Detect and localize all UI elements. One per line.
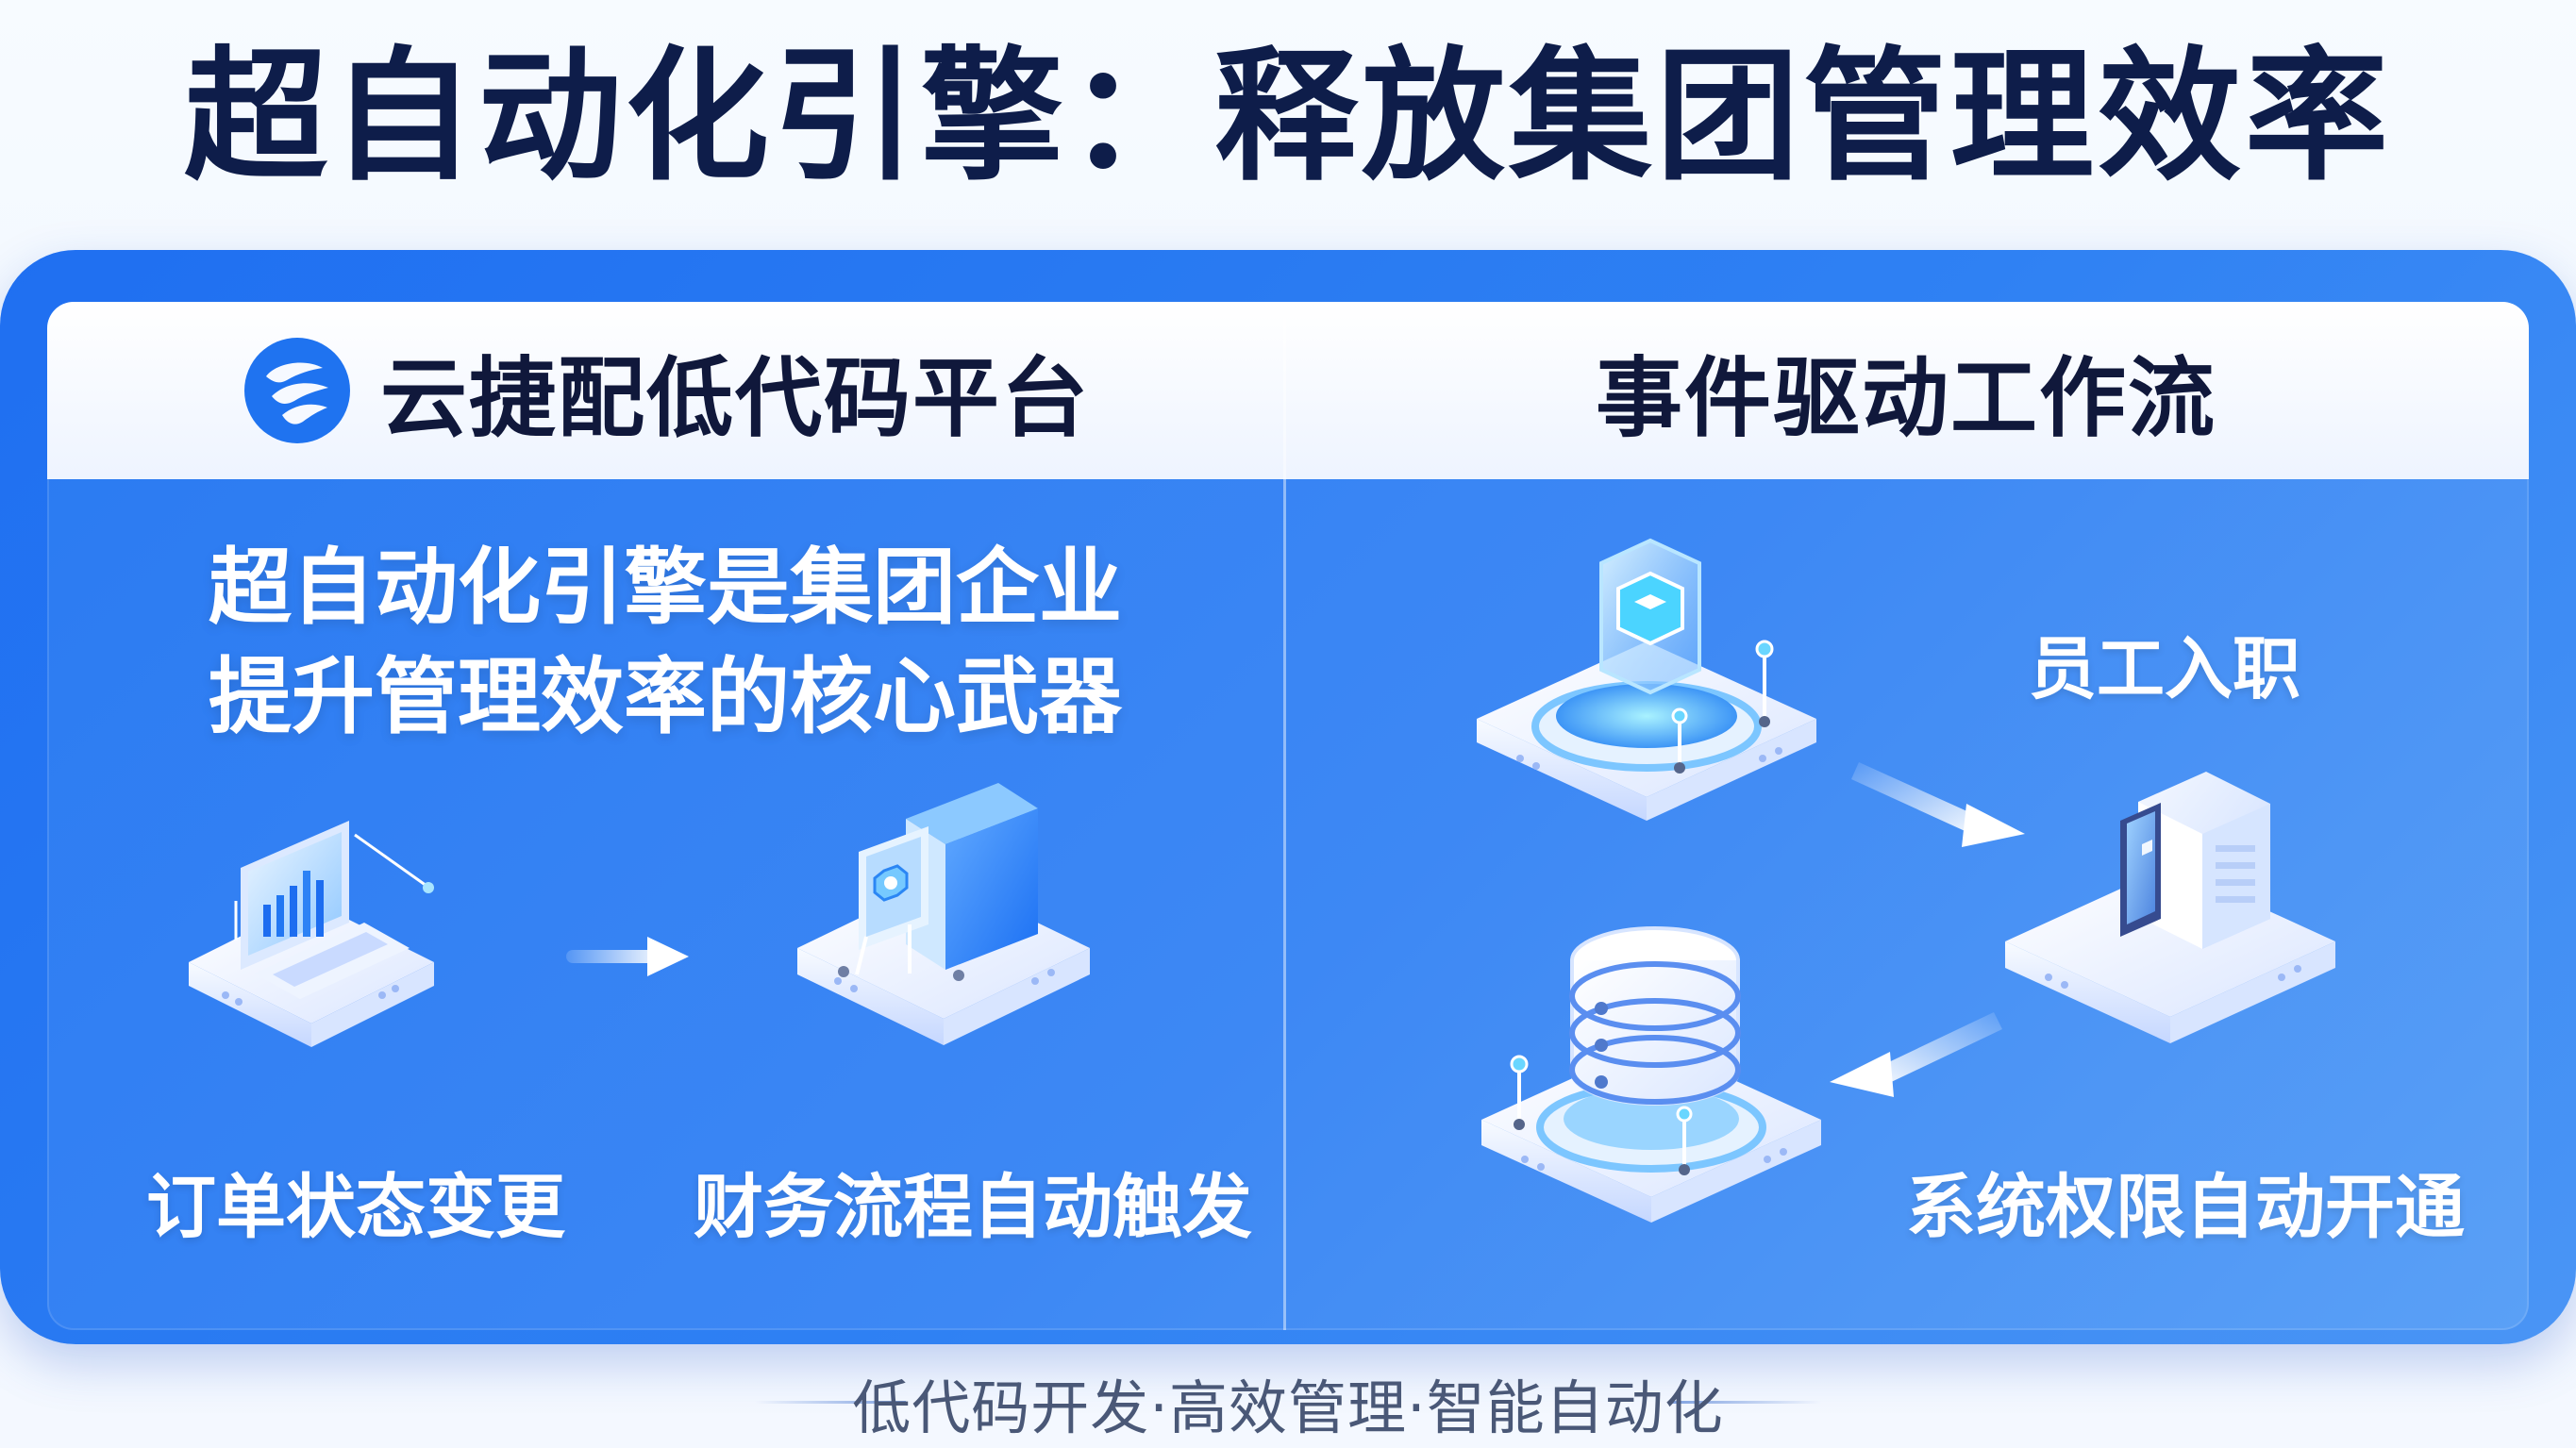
- left-headline-line-1: 超自动化引擎是集团企业: [208, 539, 1122, 636]
- brand-name: 云捷配低代码平台: [379, 347, 1090, 449]
- left-caption-order-change: 订单状态变更: [146, 1167, 565, 1248]
- left-headline: 超自动化引擎是集团企业 提升管理效率的核心武器: [47, 533, 1283, 752]
- left-panel-header: 云捷配低代码平台: [47, 302, 1283, 479]
- bottom-caption-permissions: 系统权限自动开通: [1906, 1167, 2465, 1248]
- employee-device-scene: [1972, 755, 2368, 1057]
- right-panel-header: 事件驱动工作流: [1595, 347, 2216, 449]
- laptop-scene: [151, 802, 472, 1057]
- left-flow-arrow: [557, 920, 698, 995]
- column-divider: [1283, 302, 1286, 1330]
- workflow-arrow-down: [1849, 745, 2038, 858]
- left-caption-finance-trigger: 财务流程自动触发: [694, 1167, 1252, 1248]
- footer-slogan: 低代码开发·高效管理·智能自动化: [852, 1373, 1724, 1442]
- content-frame: 云捷配低代码平台 事件驱动工作流 超自动化引擎是集团企业 提升管理效率的核心武器: [47, 302, 2529, 1330]
- left-headline-line-2: 提升管理效率的核心武器: [208, 648, 1122, 746]
- server-scene: [764, 774, 1123, 1057]
- brand-logo-icon: [241, 334, 354, 447]
- footer-divider-left: [755, 1401, 906, 1404]
- data-node-scene: [1448, 509, 1864, 821]
- header-band: [47, 302, 2529, 479]
- database-scene: [1453, 906, 1868, 1226]
- workflow-arrow-left: [1816, 995, 2005, 1118]
- main-title: 超自动化引擎：释放集团管理效率: [184, 33, 2392, 200]
- top-caption-onboarding: 员工入职: [2029, 629, 2301, 708]
- footer-divider-right: [1670, 1401, 1821, 1404]
